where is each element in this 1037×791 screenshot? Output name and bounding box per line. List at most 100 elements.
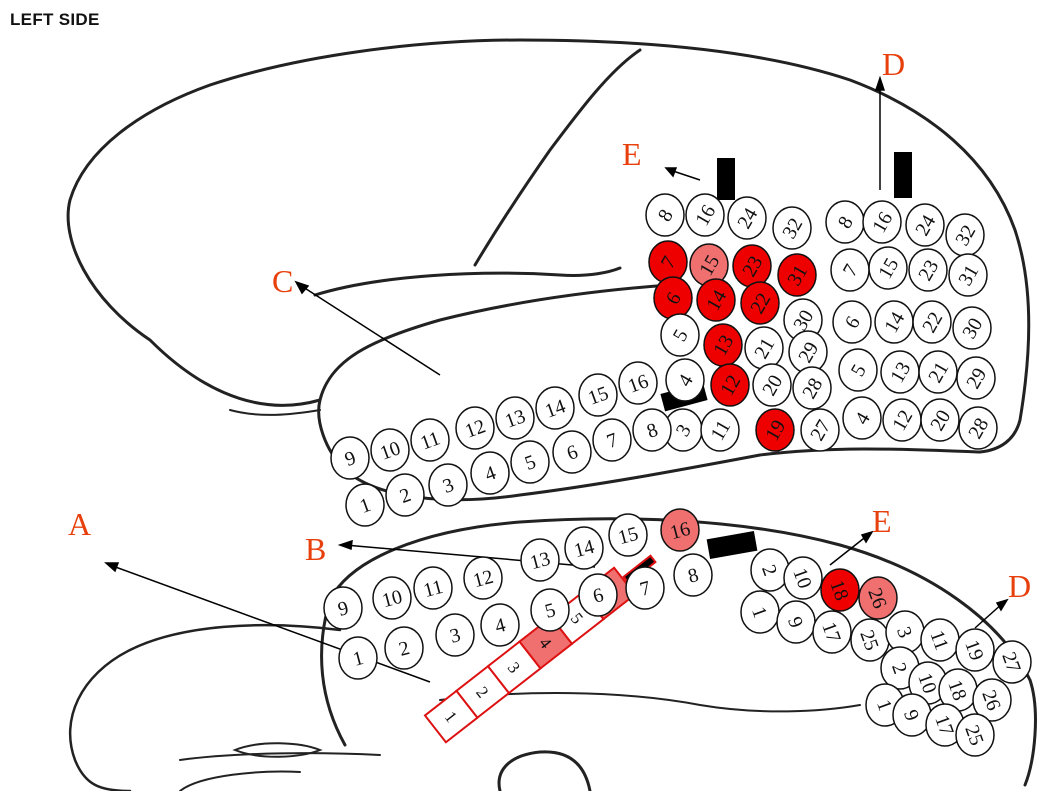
electrode-connector-1 xyxy=(717,158,735,200)
lower-posterior-grid-2-contact: 19 xyxy=(956,629,994,671)
upper-parietal-grid-contact: 7 xyxy=(831,249,869,291)
upper-temporal-strip-contact: 7 xyxy=(593,419,631,461)
lower-temporal-grid-contact: 6 xyxy=(579,574,617,616)
upper-temporal-strip-contact: 13 xyxy=(496,397,534,439)
upper-frontal-grid-contact: 13 xyxy=(704,324,742,366)
upper-frontal-grid-contact: 21 xyxy=(745,327,783,369)
lower-posterior-grid-2-contact: 27 xyxy=(993,641,1031,683)
lower-temporal-grid-contact: 16 xyxy=(661,509,699,551)
letter-e-top: E xyxy=(622,136,642,172)
lower-posterior-grid-contact: 17 xyxy=(813,611,851,653)
lower-posterior-grid-contact: 2 xyxy=(751,549,789,591)
upper-parietal-grid-contact: 28 xyxy=(959,407,997,449)
upper-temporal-strip-contact: 16 xyxy=(619,362,657,404)
lower-temporal-grid-contact: 10 xyxy=(373,577,411,619)
upper-temporal-strip-contact: 5 xyxy=(511,441,549,483)
upper-frontal-grid-contact: 23 xyxy=(733,245,771,287)
lower-posterior-grid-2-contact: 9 xyxy=(893,694,931,736)
upper-parietal-grid-contact: 6 xyxy=(833,301,871,343)
upper-frontal-grid-contact: 7 xyxy=(649,241,687,283)
electrode-contacts: 8162432715233161422305132129412202831119… xyxy=(324,194,1031,756)
lower-temporal-grid-contact: 13 xyxy=(521,539,559,581)
upper-temporal-strip-contact: 1 xyxy=(346,484,384,526)
upper-temporal-strip-contact: 2 xyxy=(386,474,424,516)
upper-parietal-grid-contact: 31 xyxy=(949,254,987,296)
lower-posterior-grid-2-contact: 3 xyxy=(886,611,924,653)
lower-temporal-grid-contact: 11 xyxy=(414,567,452,609)
lower-temporal-grid-contact: 15 xyxy=(609,514,647,556)
upper-temporal-strip-contact: 11 xyxy=(411,419,449,461)
lower-temporal-grid-contact: 1 xyxy=(339,637,377,679)
upper-frontal-grid-contact: 28 xyxy=(793,367,831,409)
arrow-c xyxy=(300,285,440,375)
upper-temporal-strip-contact: 6 xyxy=(553,431,591,473)
upper-parietal-grid-contact: 21 xyxy=(919,351,957,393)
upper-frontal-grid-contact: 27 xyxy=(801,409,839,451)
upper-frontal-grid-contact: 24 xyxy=(728,197,766,239)
upper-frontal-grid-contact: 6 xyxy=(654,277,692,319)
electrode-connector-4 xyxy=(707,531,758,559)
upper-frontal-grid-contact: 12 xyxy=(711,364,749,406)
upper-parietal-grid-contact: 22 xyxy=(913,301,951,343)
lower-temporal-grid-contact: 9 xyxy=(324,587,362,629)
upper-parietal-grid-contact: 15 xyxy=(869,247,907,289)
letter-b: B xyxy=(305,531,326,567)
upper-frontal-grid-contact: 14 xyxy=(697,279,735,321)
arrow-e-bottom xyxy=(830,535,868,565)
upper-frontal-grid-contact: 19 xyxy=(756,409,794,451)
lower-posterior-grid-contact: 9 xyxy=(777,601,815,643)
lower-posterior-grid-2-contact: 11 xyxy=(921,619,959,661)
upper-temporal-strip-contact: 15 xyxy=(579,374,617,416)
upper-temporal-strip-contact: 10 xyxy=(371,429,409,471)
upper-parietal-grid-contact: 12 xyxy=(883,399,921,441)
upper-temporal-strip-contact: 4 xyxy=(471,452,509,494)
upper-parietal-grid-contact: 14 xyxy=(875,301,913,343)
lower-temporal-grid-contact: 3 xyxy=(436,614,474,656)
upper-parietal-grid-contact: 32 xyxy=(946,214,984,256)
lower-posterior-grid-contact: 18 xyxy=(821,569,859,611)
upper-parietal-grid-contact: 4 xyxy=(843,397,881,439)
upper-frontal-grid-contact: 22 xyxy=(741,282,779,324)
upper-temporal-strip-contact: 9 xyxy=(331,437,369,479)
upper-parietal-grid-contact: 30 xyxy=(953,307,991,349)
lower-temporal-grid-contact: 2 xyxy=(385,627,423,669)
lower-temporal-grid-contact: 8 xyxy=(674,554,712,596)
upper-parietal-grid-contact: 5 xyxy=(839,349,877,391)
upper-frontal-grid-contact: 16 xyxy=(686,194,724,236)
lower-temporal-grid-contact: 7 xyxy=(626,567,664,609)
upper-temporal-strip-contact: 12 xyxy=(456,407,494,449)
upper-frontal-grid-contact: 32 xyxy=(773,207,811,249)
lower-posterior-grid-contact: 25 xyxy=(851,619,889,661)
lower-posterior-grid-contact: 26 xyxy=(859,577,897,619)
upper-frontal-grid-contact: 31 xyxy=(778,254,816,296)
upper-frontal-grid-contact: 20 xyxy=(753,364,791,406)
lower-posterior-grid-contact: 10 xyxy=(784,557,822,599)
upper-parietal-grid-contact: 20 xyxy=(921,399,959,441)
upper-parietal-grid-contact: 13 xyxy=(881,351,919,393)
upper-parietal-grid-contact: 29 xyxy=(957,357,995,399)
letter-a: A xyxy=(68,506,91,542)
upper-temporal-strip-contact: 8 xyxy=(633,409,671,451)
letter-d-top: D xyxy=(882,46,905,82)
upper-frontal-grid-contact: 11 xyxy=(701,409,739,451)
upper-temporal-strip-contact: 14 xyxy=(536,387,574,429)
upper-frontal-grid-contact: 5 xyxy=(661,314,699,356)
upper-parietal-grid-contact: 23 xyxy=(909,249,947,291)
lower-temporal-grid-contact: 12 xyxy=(464,557,502,599)
letter-d-bottom: D xyxy=(1008,568,1031,604)
electrode-connector-2 xyxy=(894,152,912,198)
upper-parietal-grid-contact: 16 xyxy=(863,201,901,243)
letter-c: C xyxy=(272,263,293,299)
upper-frontal-grid-contact: 8 xyxy=(646,194,684,236)
lower-posterior-grid-contact: 1 xyxy=(741,591,779,633)
upper-parietal-grid-contact: 8 xyxy=(826,201,864,243)
lower-posterior-grid-2-contact: 25 xyxy=(956,714,994,756)
upper-temporal-strip-contact: 3 xyxy=(429,464,467,506)
lower-temporal-grid-contact: 14 xyxy=(565,527,603,569)
lower-temporal-grid-contact: 5 xyxy=(531,589,569,631)
lower-temporal-grid-contact: 4 xyxy=(481,604,519,646)
letter-e-bottom: E xyxy=(872,503,892,539)
upper-frontal-grid-contact: 4 xyxy=(666,359,704,401)
upper-parietal-grid-contact: 24 xyxy=(906,204,944,246)
